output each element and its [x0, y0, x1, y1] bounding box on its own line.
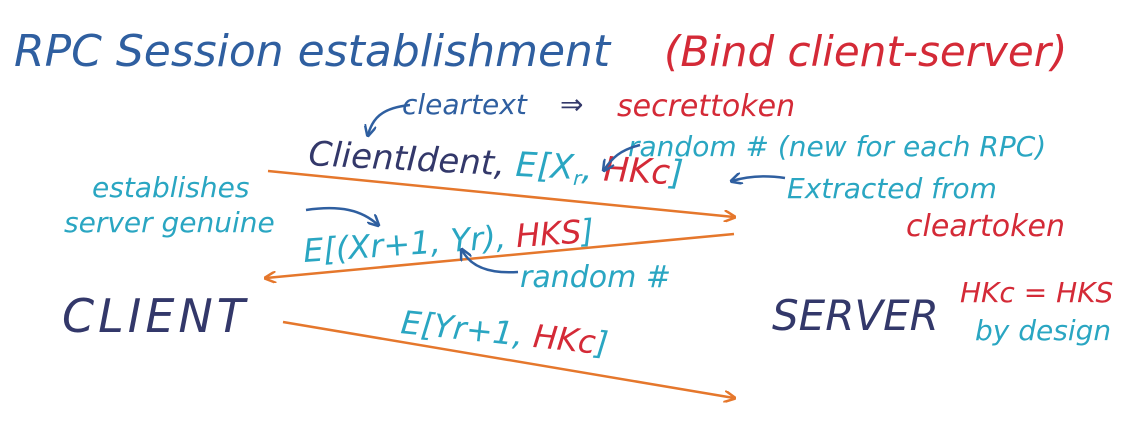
diagram-title-parenthetical: (Bind client-server) [664, 27, 1067, 76]
msg2-encrypt-close: ] [578, 212, 595, 251]
random-pointer-arrow [604, 143, 641, 170]
server-label: SERVER [772, 291, 939, 340]
establishes-pointer-arrow [305, 206, 378, 225]
random-note: random # (new for each RPC) [628, 130, 1046, 163]
client-label: CLIENT [62, 289, 249, 343]
cleartext-label: cleartext [402, 88, 528, 121]
message3-label: E[Yr+1, HKc] [399, 303, 610, 363]
establishes-label: establishes [92, 171, 249, 204]
message2-label: E[(Xr+1, Yr), HKS] [302, 212, 595, 270]
random2-label: random # [520, 260, 671, 295]
message1-label: ClientIdent, E[Xr, HKc] [307, 134, 684, 196]
secrettoken-label: secrettoken [617, 89, 795, 124]
message2-arrow [266, 232, 735, 278]
msg2-encrypt-open: E[(Xr+1, Yr), [302, 217, 517, 270]
msg3-key-hkc: HKc [531, 317, 598, 361]
msg3-encrypt-open: E[Yr+1, [399, 303, 535, 355]
random2-pointer-arrow [462, 250, 519, 274]
key-equality: HKc = HKS [960, 276, 1113, 309]
message1-arrow [267, 169, 734, 217]
msg1-encrypt-open: E[X [515, 145, 576, 188]
implies-arrow: ⇒ [560, 88, 583, 121]
msg2-key-hks: HKS [515, 213, 583, 255]
extracted-pointer-arrow [732, 176, 786, 181]
msg1-subscript: r [573, 166, 584, 190]
cleartoken-label: cleartoken [906, 209, 1065, 244]
cleartext-pointer-arrow [368, 103, 411, 135]
msg1-encrypt-close: ] [667, 153, 684, 194]
msg1-separator: , [581, 148, 605, 189]
msg3-encrypt-close: ] [592, 323, 610, 362]
by-design-label: by design [975, 314, 1111, 347]
server-genuine-label: server genuine [64, 206, 275, 239]
message3-arrow [282, 320, 734, 398]
extracted-from-label: Extracted from [787, 172, 997, 205]
diagram-title: RPC Session establishment [14, 26, 612, 77]
